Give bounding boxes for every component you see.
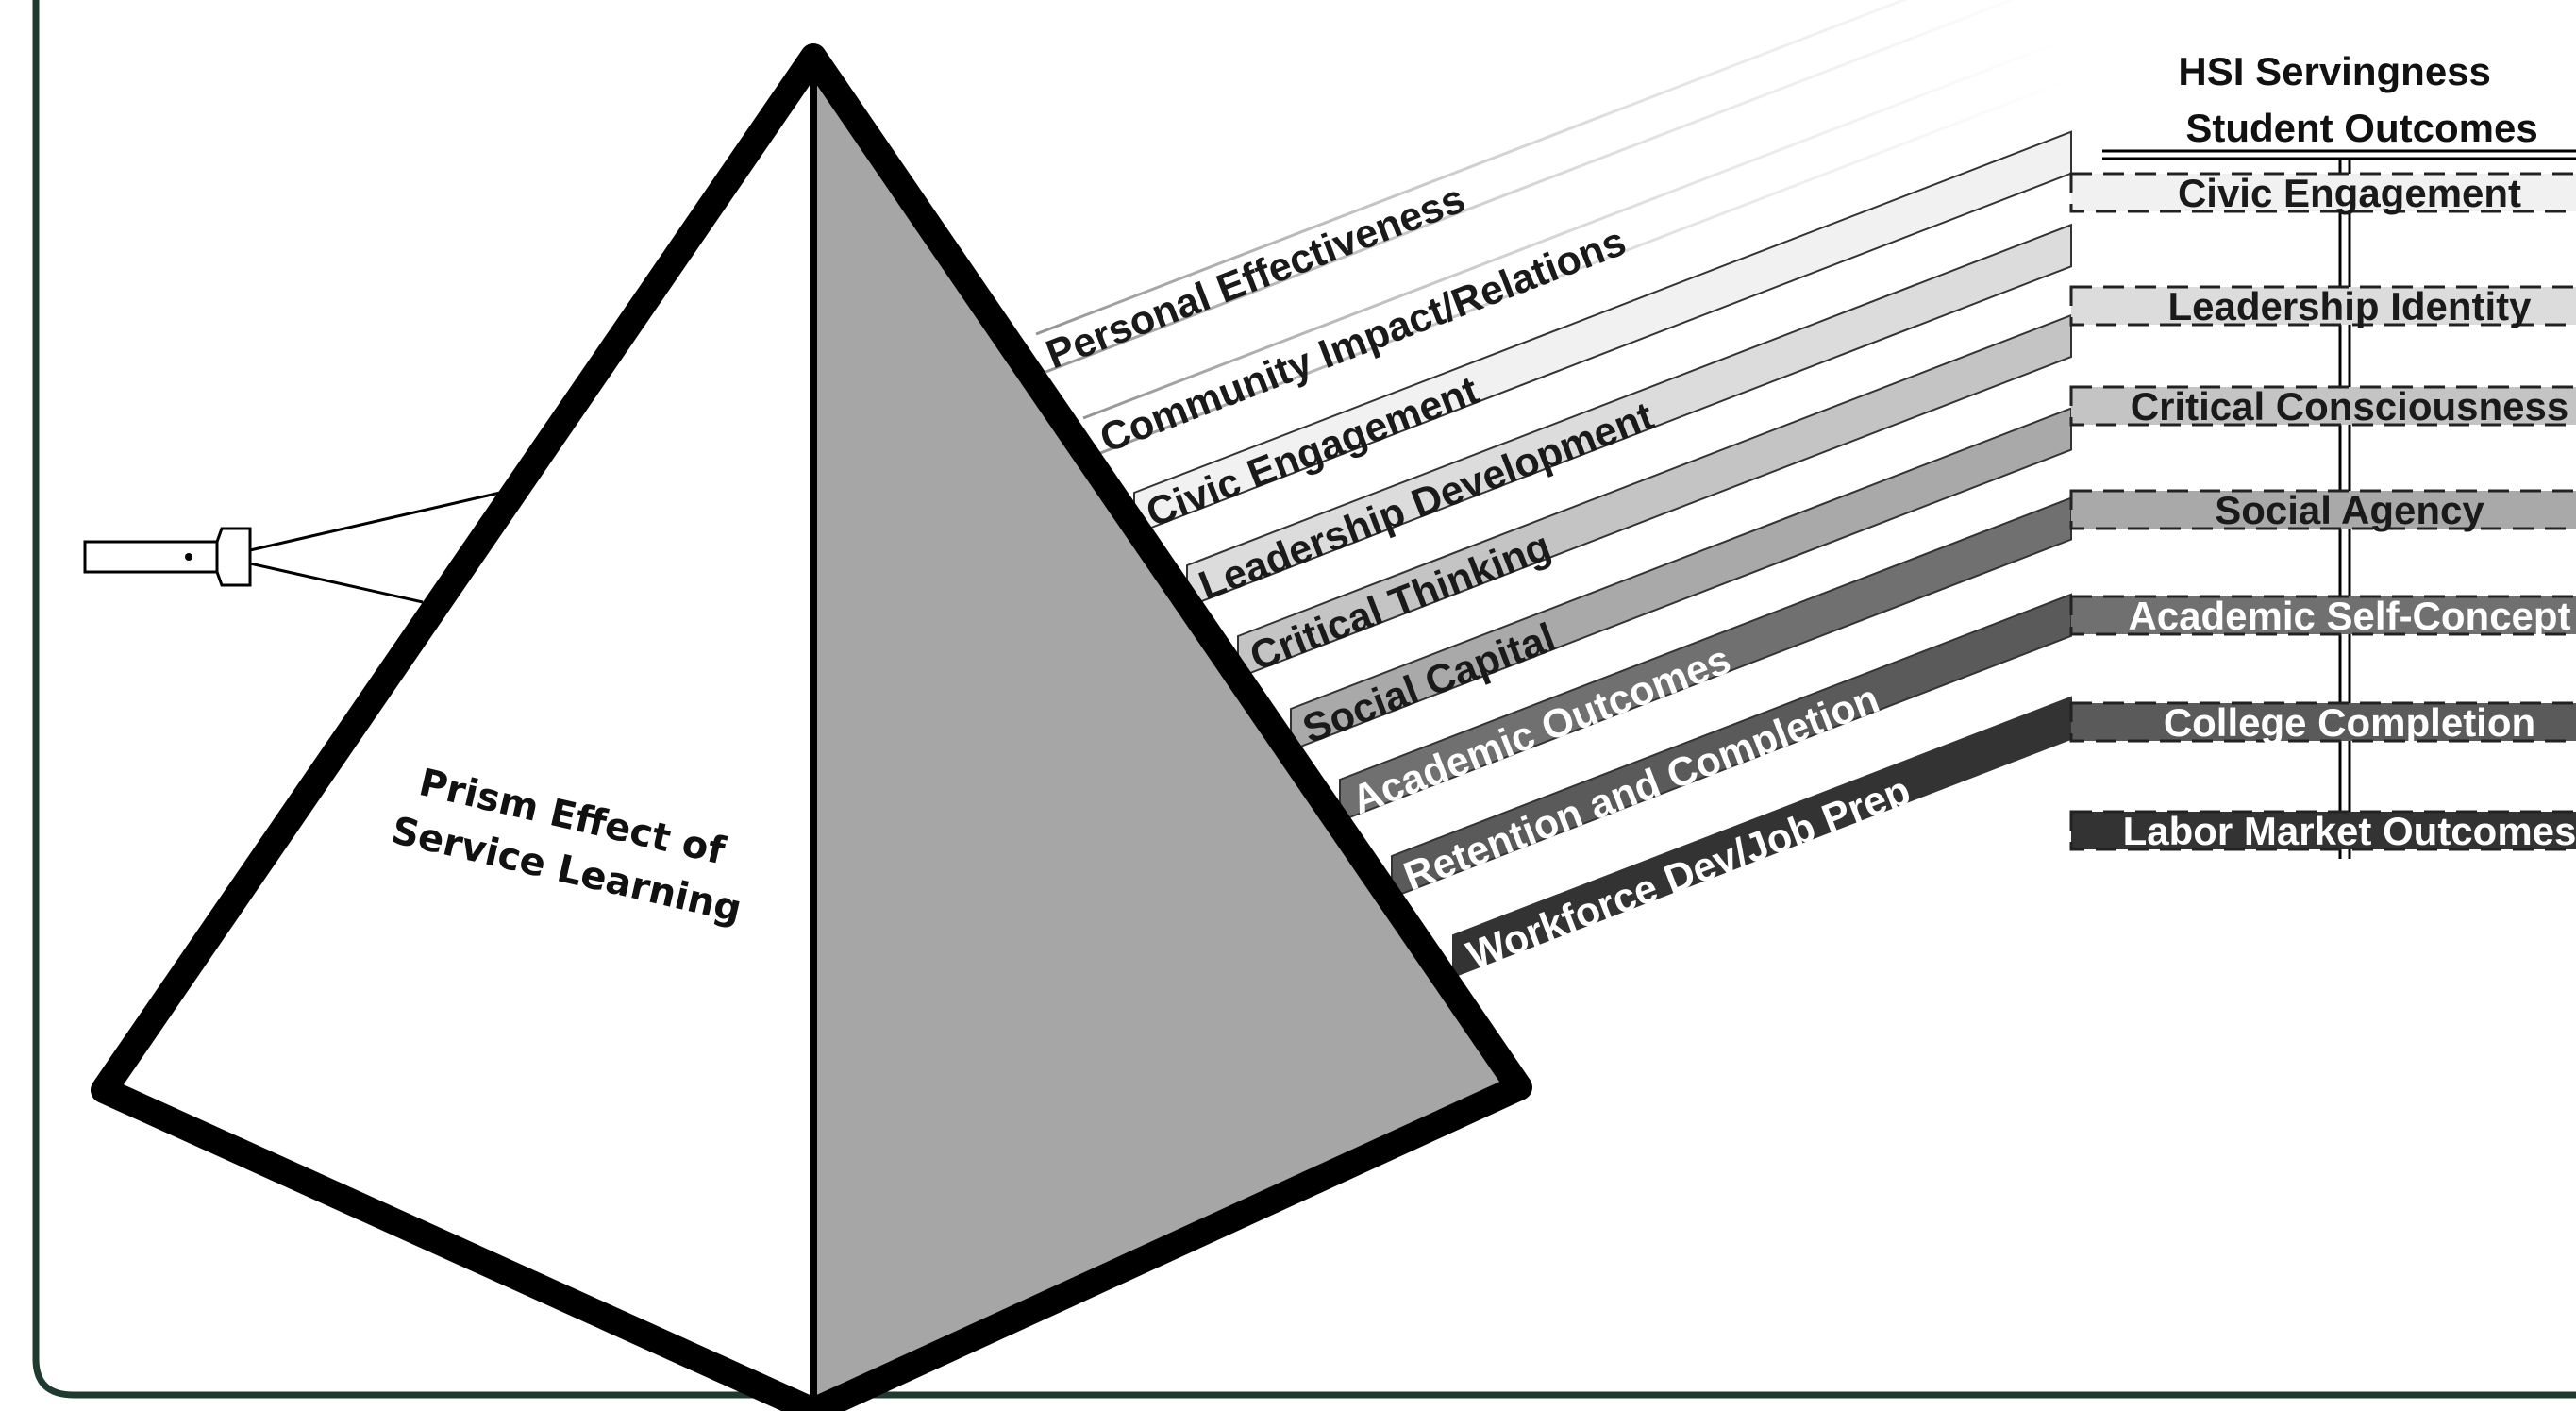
outcome-label: Labor Market Outcomes xyxy=(2123,809,2576,853)
prism-front-face xyxy=(104,57,813,1411)
outcome-label: Leadership Identity xyxy=(2167,284,2532,328)
beam-8 xyxy=(1391,593,2072,899)
outcome-label: Critical Consciousness xyxy=(2131,384,2568,428)
light-ray-top xyxy=(249,491,501,552)
outcomes-header: HSI Servingness Student Outcomes xyxy=(2178,49,2537,150)
prism-outline xyxy=(91,43,1532,1411)
beam-2 xyxy=(1082,34,2077,462)
beam-9 xyxy=(1452,696,2072,979)
beam-1 xyxy=(1035,0,2016,378)
outcome-label: Academic Self-Concept xyxy=(2128,594,2570,638)
outcome-box xyxy=(2069,810,2576,851)
outcome-box xyxy=(2069,489,2576,530)
outcome-box xyxy=(2069,172,2576,213)
prism: Prism Effect of Service Learning xyxy=(91,43,1532,1411)
outcome-label: Social Agency xyxy=(2215,488,2484,532)
prism-side-face xyxy=(813,57,1519,1411)
outcome-label: Civic Engagement xyxy=(2178,171,2521,215)
outcome-box xyxy=(2069,701,2576,743)
outcome-box xyxy=(2069,385,2576,427)
light-ray-bottom xyxy=(249,562,424,604)
frame-border xyxy=(32,0,2576,1399)
outcome-box xyxy=(2069,285,2576,327)
outcomes-column: HSI Servingness Student Outcomes Civic E… xyxy=(2069,49,2576,859)
outcome-box xyxy=(2069,595,2576,636)
flashlight-icon xyxy=(83,491,501,604)
beam-label: Workforce Dev/Job Prep xyxy=(1461,767,1916,979)
outcome-label: College Completion xyxy=(2164,700,2535,745)
